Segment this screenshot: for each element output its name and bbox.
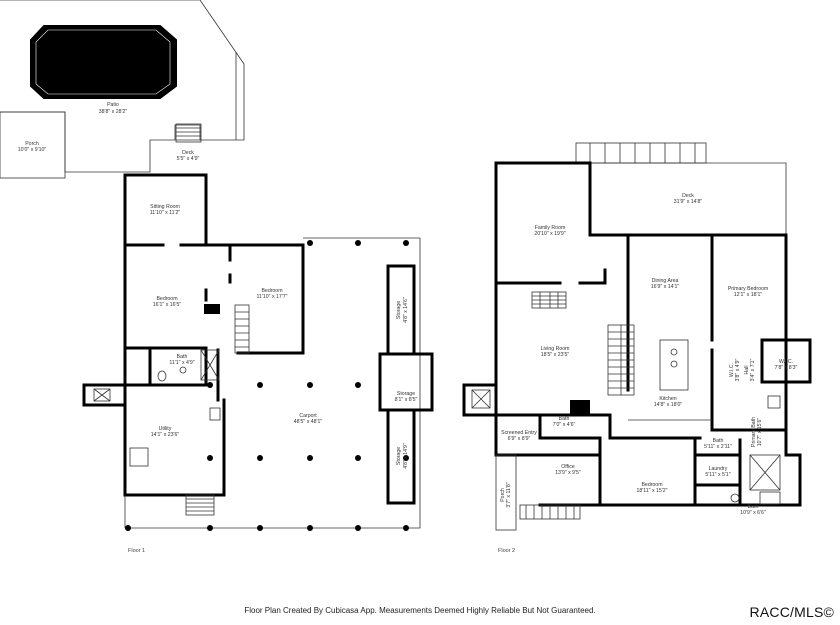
f2-family-dims: 20'10" x 19'9" (534, 231, 565, 237)
f2-bedroom-dims: 18'11" x 15'2" (637, 488, 668, 494)
f1-bedroom-right-dims: 11'10" x 17'7" (257, 294, 288, 300)
f1-utility-name: Utility (159, 426, 172, 432)
f1-storage-bot-name: Storage (396, 447, 402, 465)
f2-office-dims: 13'9" x 9'5" (555, 470, 581, 476)
f2-laundry-dims: 5'11" x 5'1" (705, 472, 730, 478)
f1-storage-top-name: Storage (396, 301, 402, 319)
f1-bath-tub (200, 349, 220, 381)
f2-bedroom-name: Bedroom (641, 482, 662, 488)
f2-bath-small-dims: 7'0" x 4'6" (553, 422, 576, 428)
f2-staircase (607, 324, 635, 396)
f1-storage-mid-dims: 8'1" x 8'5" (395, 397, 418, 403)
f2-office-name: Office (561, 464, 575, 470)
f2-dining-name: Dining Area (652, 278, 679, 284)
floor1-deck-stairs (175, 123, 202, 143)
f1-sitting-dims: 11'10" x 11'2" (150, 210, 181, 216)
f2-primary-bath-dims: 10'7" x 15'6" (757, 418, 763, 447)
f2-dining-dims: 16'9" x 14'1" (651, 284, 680, 290)
f2-primary-bath-label: Primary Bath 10'7" x 15'6" (751, 417, 763, 447)
f1-utility-dims: 14'1" x 23'6" (151, 432, 180, 438)
f2-kitchen-name: Kitchen (659, 396, 676, 402)
f2-primary-bed-dims: 12'1" x 18'1" (734, 292, 763, 298)
f2-porch-name: Porch (500, 488, 506, 502)
f2-fireplace (531, 291, 567, 309)
f2-hall-name: Hall (744, 366, 750, 375)
f2-bath-br-dims: 10'9" x 6'6" (740, 510, 766, 516)
f2-porch-dims: 3'7" x 11'8" (506, 482, 512, 507)
f2-living-dims: 18'5" x 23'5" (541, 352, 570, 358)
f2-porch-label: Porch 3'7" x 11'8" (500, 482, 512, 507)
f1-storage-bot-dims: 4'8" x 14'9" (403, 443, 409, 469)
f2-black-block (570, 400, 590, 414)
f2-hall-dims: 3'4" x 7'1" (750, 359, 756, 382)
floor2-label: Floor 2 (498, 548, 515, 554)
f2-wic-small-name: W.I.C. (729, 363, 735, 377)
floor1-bumpout (82, 383, 127, 407)
f2-bath-mid-dims: 5'11" x 2'11" (704, 444, 732, 450)
mls-watermark: RACC/MLS© (749, 604, 834, 620)
f1-patio-dims: 38'8" x 28'2" (99, 109, 128, 115)
floor1-plan: Patio 38'8" x 28'2" Porch 10'0" x 9'10" … (0, 0, 434, 554)
f2-living-name: Living Room (541, 346, 570, 352)
f2-bath-br-name: Bath (748, 504, 759, 510)
f1-storage-bot-label: Storage 4'8" x 14'9" (396, 443, 409, 469)
floor1-house-walls (123, 173, 305, 497)
floor2-deck (575, 142, 787, 235)
f1-patio-name: Patio (107, 102, 119, 108)
f2-wic-large-dims: 7'8" x 8'3" (775, 365, 798, 371)
f1-carport-dims: 48'5" x 48'1" (294, 419, 323, 425)
f2-family-name: Family Room (535, 225, 566, 231)
f2-wic-small-label: W.I.C. 3'8" x 4'9" (729, 359, 741, 382)
f2-primary-bed-name: Primary Bedroom (728, 286, 768, 292)
f2-screened-dims: 6'9" x 8'9" (508, 436, 531, 442)
floor2-bumpout (462, 383, 498, 417)
f1-porch-dims: 10'0" x 9'10" (18, 147, 47, 153)
f2-deck-dims: 31'9" x 14'8" (674, 199, 703, 205)
floor1-label: Floor 1 (128, 548, 145, 554)
f1-storage-top-label: Storage 4'8" x 14'6" (396, 297, 409, 323)
floor1-carport (124, 237, 421, 529)
f2-kitchen-dims: 14'8" x 18'0" (654, 402, 683, 408)
f1-bath-name: Bath (177, 354, 188, 360)
f2-kitchen-island (659, 339, 689, 391)
f2-wic-large-name: W.I.C. (779, 359, 793, 365)
footer-disclaimer: Floor Plan Created By Cubicasa App. Meas… (244, 606, 596, 615)
floor1-storage-block (378, 264, 434, 505)
f2-primary-bath-name: Primary Bath (751, 417, 757, 447)
f1-bedroom-left-name: Bedroom (156, 296, 177, 302)
f1-sitting-name: Sitting Room (150, 204, 180, 210)
f2-screened-name: Screened Entry (501, 430, 537, 436)
f2-wic-small-dims: 3'8" x 4'9" (735, 359, 741, 382)
carport-posts (125, 240, 409, 531)
f2-wic-large-walls (760, 338, 812, 384)
f1-porch-name: Porch (25, 141, 39, 147)
f2-hall-label: Hall 3'4" x 7'1" (744, 359, 756, 382)
f1-bedroom-left-dims: 16'1" x 16'5" (153, 302, 182, 308)
floor2-porch (495, 454, 517, 531)
floor2-house-walls (494, 161, 802, 507)
floor1-porch (0, 111, 66, 179)
f1-bath-dims: 11'1" x 4'9" (169, 360, 194, 366)
pool (30, 25, 177, 99)
f2-deck-name: Deck (682, 193, 694, 199)
f2-laundry-name: Laundry (709, 466, 728, 472)
f1-bedroom-right-name: Bedroom (261, 288, 282, 294)
f2-bath-mid-name: Bath (713, 438, 724, 444)
f2-bath-small-name: Bath (559, 416, 570, 422)
floor2-plan: Deck 31'9" x 14'8" (462, 142, 812, 554)
f1-storage-top-dims: 4'8" x 14'6" (403, 297, 409, 323)
floor1-staircase (204, 304, 250, 354)
f1-storage-mid-name: Storage (397, 391, 415, 397)
f1-deck-name: Deck (182, 150, 194, 156)
floor1-patio (0, 0, 245, 173)
f1-carport-name: Carport (299, 413, 317, 419)
f1-deck-dims: 5'5" x 4'9" (177, 156, 200, 162)
